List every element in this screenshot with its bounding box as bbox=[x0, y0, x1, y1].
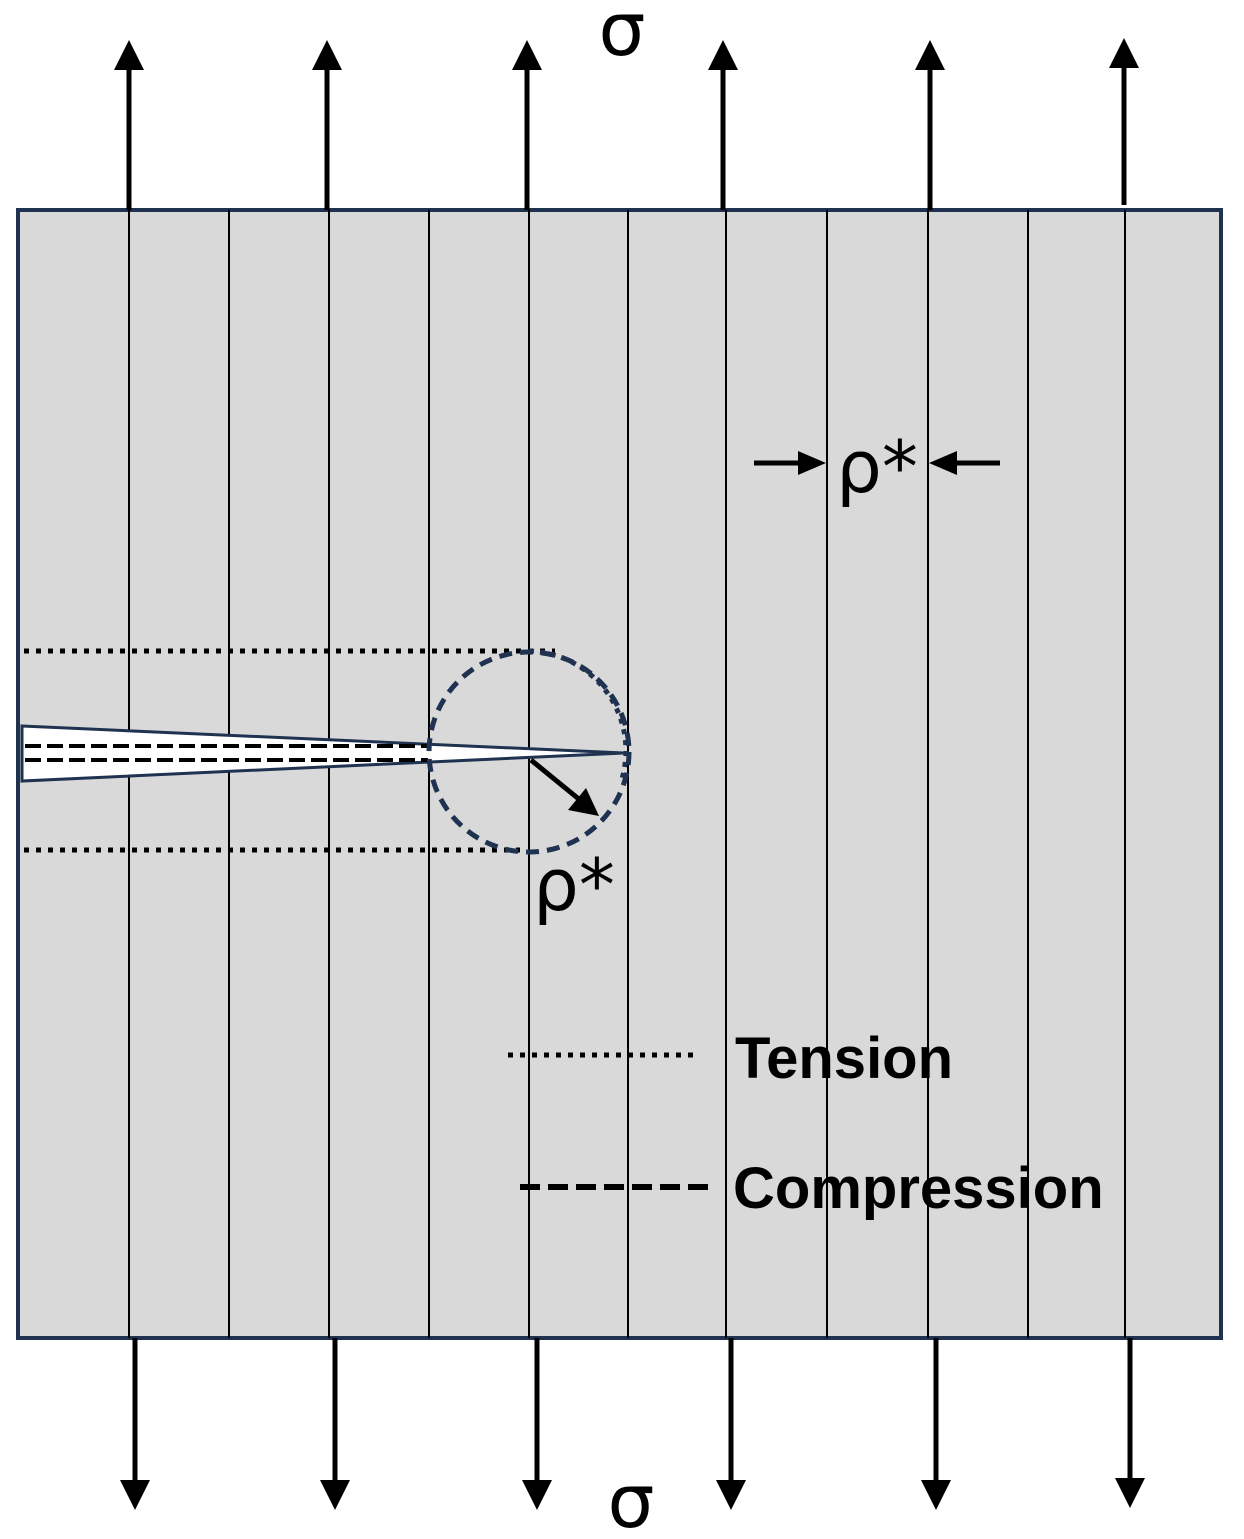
stress-label-bottom: σ bbox=[608, 1459, 655, 1539]
arrowhead bbox=[512, 40, 542, 70]
radius-label: ρ* bbox=[533, 843, 615, 927]
process-zone-circle bbox=[426, 649, 632, 855]
arrowhead bbox=[915, 40, 945, 70]
legend-tension-label: Tension bbox=[735, 1026, 953, 1091]
arrowhead bbox=[522, 1480, 552, 1510]
arrowhead bbox=[114, 40, 144, 70]
tension-lines bbox=[24, 648, 555, 853]
arrowhead bbox=[120, 1480, 150, 1510]
compression-lines bbox=[25, 744, 428, 762]
legend: Tension Compression bbox=[508, 1026, 1104, 1221]
top-arrowheads bbox=[114, 38, 1139, 70]
field-lines bbox=[128, 210, 1126, 1338]
arrowhead bbox=[1109, 38, 1139, 68]
spacing-arrowhead-right bbox=[929, 451, 957, 475]
stress-label-top: σ bbox=[599, 0, 646, 73]
arrowhead bbox=[312, 40, 342, 70]
top-stress-arrows bbox=[126, 68, 1127, 210]
plate bbox=[16, 208, 1223, 1340]
legend-compression-label: Compression bbox=[733, 1156, 1104, 1221]
arrowhead bbox=[921, 1480, 951, 1510]
crack bbox=[20, 724, 625, 783]
arrowhead bbox=[708, 40, 738, 70]
bottom-stress-arrows bbox=[132, 1338, 1133, 1482]
arrowhead bbox=[1115, 1478, 1145, 1508]
bottom-arrowheads bbox=[120, 1478, 1145, 1510]
spacing-label: ρ* bbox=[836, 425, 918, 509]
radius-arrow bbox=[529, 758, 582, 802]
arrowhead bbox=[716, 1480, 746, 1510]
spacing-arrowhead-left bbox=[798, 451, 826, 475]
radius-arrowhead bbox=[568, 788, 599, 816]
arrowhead bbox=[320, 1480, 350, 1510]
